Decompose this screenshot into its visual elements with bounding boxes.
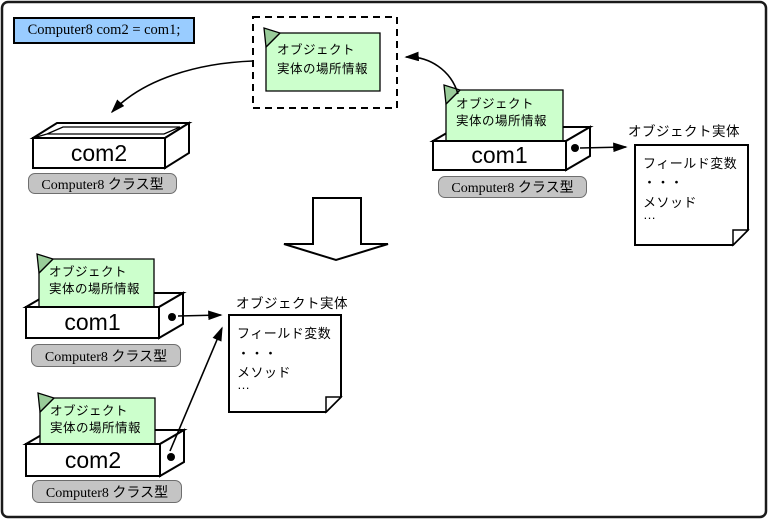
- dashed-reference-frame: [252, 16, 398, 109]
- entity-method-line: メソッド: [237, 365, 292, 380]
- reference-note-text: オブジェクト 実体の場所情報: [456, 97, 548, 128]
- pointer-dot: [571, 144, 579, 152]
- variable-name-com1: com1: [471, 142, 528, 168]
- entity-dots-line: …: [643, 207, 657, 222]
- object-entity-title: オブジェクト実体: [628, 124, 740, 139]
- big-down-arrow: [283, 197, 389, 262]
- box-front-face: [32, 137, 166, 169]
- variable-name-com2: com2: [70, 140, 128, 166]
- arrow-com1-note-to-reference: [404, 51, 459, 95]
- reference-note-text: オブジェクト 実体の場所情報: [50, 404, 142, 435]
- arrow-bottom-com2-to-entity: [169, 326, 223, 452]
- note-fold-corner: [36, 253, 55, 275]
- arrow-reference-to-com2: [110, 60, 254, 114]
- variable-name-com1: com1: [64, 309, 121, 335]
- reference-note-text: オブジェクト 実体の場所情報: [277, 43, 369, 76]
- entity-dots-line: …: [237, 377, 251, 392]
- class-type-label: Computer8 クラス型: [28, 173, 177, 194]
- variable-name-com2: com2: [64, 447, 122, 473]
- entity-dots-line: ・・・: [237, 346, 278, 361]
- entity-dots-line: ・・・: [643, 175, 684, 190]
- object-entity-title: オブジェクト実体: [236, 296, 348, 311]
- box-front-face: [432, 140, 567, 171]
- entity-method-line: メソッド: [643, 195, 698, 210]
- box-inner-opening: [46, 126, 181, 135]
- box-front-face: [25, 443, 161, 477]
- note-fold-corner: [37, 392, 56, 414]
- arrow-bottom-com1-to-entity: [177, 310, 223, 321]
- document-fold-corner: [325, 396, 343, 414]
- box-side-face: [159, 428, 185, 478]
- entity-field-line: フィールド変数: [237, 326, 332, 341]
- entity-field-line: フィールド変数: [643, 156, 738, 171]
- class-type-label: Computer8 クラス型: [438, 176, 587, 198]
- class-type-label: Computer8 クラス型: [31, 344, 181, 367]
- pointer-dot: [167, 453, 175, 461]
- class-type-label: Computer8 クラス型: [32, 480, 182, 503]
- code-statement-box: Computer8 com2 = com1;: [13, 17, 195, 44]
- pointer-dot: [168, 313, 176, 321]
- note-fold-corner: [263, 27, 282, 49]
- reference-note-text: オブジェクト 実体の場所情報: [49, 265, 141, 296]
- document-fold-corner: [732, 229, 750, 247]
- box-front-face: [25, 306, 160, 339]
- arrow-com1-to-entity: [579, 142, 628, 153]
- code-statement-text: Computer8 com2 = com1;: [27, 22, 181, 38]
